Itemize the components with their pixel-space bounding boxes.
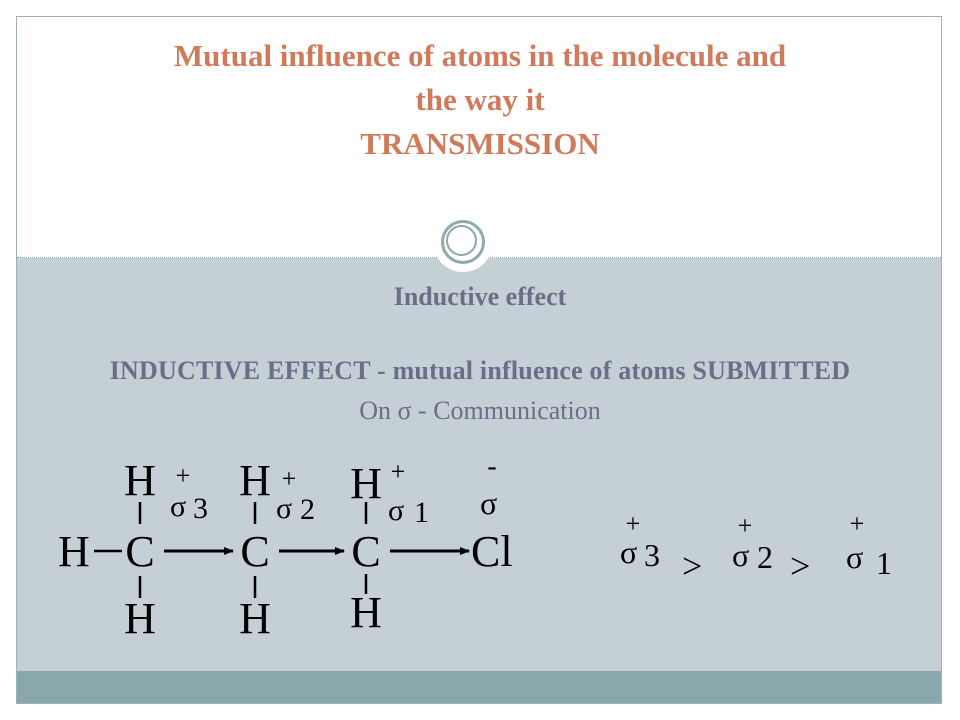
- atom-h-bottom-2: H: [239, 594, 271, 643]
- charge-minus: -: [487, 451, 496, 482]
- definition-text: INDUCTIVE EFFECT - mutual influence of a…: [109, 356, 851, 385]
- cmp-sigma-3: σ: [620, 534, 637, 570]
- atom-h-top-2: H: [239, 456, 271, 505]
- cmp-plus-3: +: [626, 509, 641, 538]
- sigma-2-index: 2: [300, 493, 315, 526]
- sigma-2: σ: [276, 492, 292, 525]
- cmp-sigma-1: σ: [846, 539, 863, 575]
- atom-c-2: C: [240, 527, 269, 576]
- title-line-3: TRANSMISSION: [360, 126, 600, 161]
- atom-h-bottom-1: H: [124, 594, 156, 643]
- cmp-sigma-2: σ: [732, 537, 749, 573]
- atom-h-top-3: H: [350, 459, 382, 508]
- atom-h-bottom-3: H: [350, 588, 382, 637]
- title-line-2: the way it: [415, 82, 545, 117]
- charge-plus-3: +: [176, 461, 191, 490]
- sigma-3-index: 3: [193, 492, 208, 525]
- sigma-1: σ: [388, 494, 404, 527]
- content-area: [17, 258, 941, 671]
- title-line-1: Mutual influence of atoms in the molecul…: [173, 38, 787, 73]
- atom-c-3: C: [351, 527, 380, 576]
- cmp-index-3: 3: [644, 537, 660, 573]
- on-sigma-line: On σ - Communication: [359, 396, 601, 425]
- footer-bar: [17, 671, 941, 703]
- atom-cl: Cl: [471, 527, 513, 576]
- cmp-plus-1: +: [850, 509, 865, 538]
- cmp-index-1: 1: [876, 545, 892, 581]
- slide-title: Mutual influence of atoms in the molecul…: [0, 34, 960, 166]
- divider-circle-inner: [446, 225, 477, 256]
- cmp-index-2: 2: [757, 539, 773, 575]
- sigma-3: σ: [170, 490, 186, 523]
- sigma-1-index: 1: [414, 496, 429, 529]
- atom-c-1: C: [125, 527, 154, 576]
- cmp-gt-2: >: [790, 546, 810, 586]
- subheading: Inductive effect: [393, 282, 567, 311]
- charge-plus-2: +: [282, 464, 297, 493]
- atom-h-left: H: [58, 527, 90, 576]
- charge-plus-1: +: [391, 457, 406, 486]
- cmp-gt-1: >: [682, 546, 702, 586]
- cmp-plus-2: +: [738, 511, 753, 540]
- sigma-cl: σ: [480, 485, 497, 521]
- atom-h-top-1: H: [124, 456, 156, 505]
